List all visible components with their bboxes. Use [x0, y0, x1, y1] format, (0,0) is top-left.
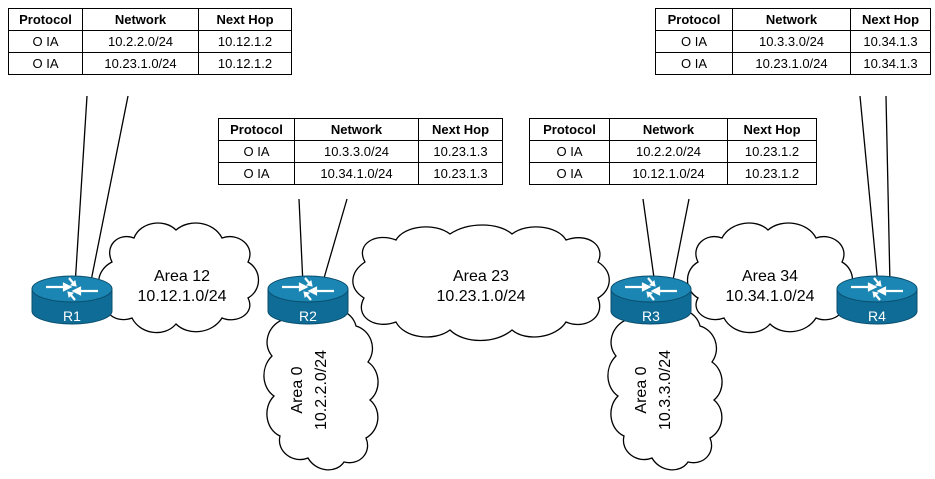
table-row: O IA 10.23.1.0/24 10.34.1.3 [655, 52, 931, 75]
table-row: O IA 10.34.1.0/24 10.23.1.3 [218, 162, 503, 185]
header-next-hop: Next Hop [198, 8, 292, 31]
router-r1-label: R1 [63, 308, 81, 324]
cell-network: 10.3.3.0/24 [732, 30, 851, 53]
cloud-area23 [352, 224, 610, 342]
area23-subnet: 10.23.1.0/24 [437, 288, 526, 305]
cloud-area0-left [263, 308, 379, 471]
cell-network: 10.3.3.0/24 [294, 140, 419, 163]
cell-network: 10.2.2.0/24 [609, 140, 728, 163]
cell-network: 10.2.2.0/24 [82, 30, 199, 53]
table-header-row: Protocol Network Next Hop [8, 8, 292, 31]
router-r2[interactable]: R2 [266, 274, 350, 326]
area0-right-subnet: 10.3.3.0/24 [657, 350, 674, 430]
cell-next-hop: 10.12.1.2 [198, 30, 292, 53]
cell-next-hop: 10.34.1.3 [850, 52, 931, 75]
cell-protocol: O IA [218, 162, 295, 185]
header-protocol: Protocol [8, 8, 83, 31]
header-network: Network [82, 8, 199, 31]
cell-next-hop: 10.34.1.3 [850, 30, 931, 53]
cell-next-hop: 10.23.1.3 [418, 140, 503, 163]
cell-protocol: O IA [218, 140, 295, 163]
area0-left-name: Area 0 [289, 366, 306, 413]
r4-connector-line-1 [859, 95, 879, 286]
table-row: O IA 10.2.2.0/24 10.12.1.2 [8, 30, 292, 53]
cell-protocol: O IA [655, 30, 733, 53]
r2-connector-line-1 [298, 198, 304, 286]
routing-table-r1: Protocol Network Next Hop O IA 10.2.2.0/… [8, 8, 292, 75]
cell-network: 10.23.1.0/24 [82, 52, 199, 75]
area-labels: Area 12 10.12.1.0/24 Area 23 10.23.1.0/2… [138, 268, 815, 430]
connector-lines [74, 95, 891, 287]
area0-left-subnet: 10.2.2.0/24 [313, 350, 330, 430]
header-network: Network [732, 8, 851, 31]
router-r3-label: R3 [642, 308, 660, 324]
table-row: O IA 10.12.1.0/24 10.23.1.2 [529, 162, 817, 185]
table-header-row: Protocol Network Next Hop [655, 8, 931, 31]
header-protocol: Protocol [655, 8, 733, 31]
area-clouds [98, 222, 854, 471]
r1-connector-line-2 [89, 95, 129, 287]
header-protocol: Protocol [218, 118, 295, 141]
table-header-row: Protocol Network Next Hop [218, 118, 503, 141]
table-row: O IA 10.2.2.0/24 10.23.1.2 [529, 140, 817, 163]
area34-subnet: 10.34.1.0/24 [726, 288, 815, 305]
header-network: Network [609, 118, 728, 141]
header-next-hop: Next Hop [418, 118, 503, 141]
r1-connector-line-1 [74, 95, 88, 287]
area12-subnet: 10.12.1.0/24 [138, 288, 227, 305]
r2-connector-line-2 [321, 198, 348, 286]
cell-protocol: O IA [529, 162, 610, 185]
area23-name: Area 23 [453, 268, 509, 285]
table-row: O IA 10.23.1.0/24 10.12.1.2 [8, 52, 292, 75]
router-r2-label: R2 [299, 308, 317, 324]
table-header-row: Protocol Network Next Hop [529, 118, 817, 141]
cell-network: 10.34.1.0/24 [294, 162, 419, 185]
header-network: Network [294, 118, 419, 141]
header-next-hop: Next Hop [850, 8, 931, 31]
cell-next-hop: 10.12.1.2 [198, 52, 292, 75]
cell-network: 10.12.1.0/24 [609, 162, 728, 185]
r4-connector-line-2 [885, 95, 891, 286]
router-r4[interactable]: R4 [835, 274, 919, 326]
table-row: O IA 10.3.3.0/24 10.34.1.3 [655, 30, 931, 53]
cell-next-hop: 10.23.1.2 [727, 140, 817, 163]
router-r4-label: R4 [868, 308, 886, 324]
table-row: O IA 10.3.3.0/24 10.23.1.3 [218, 140, 503, 163]
cell-protocol: O IA [8, 52, 83, 75]
cell-protocol: O IA [8, 30, 83, 53]
cloud-area12 [98, 222, 260, 334]
cloud-area0-right [607, 308, 723, 471]
area0-right-name: Area 0 [633, 366, 650, 413]
area12-name: Area 12 [154, 268, 210, 285]
area34-name: Area 34 [742, 268, 798, 285]
header-protocol: Protocol [529, 118, 610, 141]
routing-table-r2: Protocol Network Next Hop O IA 10.3.3.0/… [218, 118, 503, 185]
cell-next-hop: 10.23.1.3 [418, 162, 503, 185]
router-r3[interactable]: R3 [609, 274, 693, 326]
cell-protocol: O IA [529, 140, 610, 163]
r3-connector-line-1 [642, 198, 656, 286]
cell-next-hop: 10.23.1.2 [727, 162, 817, 185]
r3-connector-line-2 [671, 198, 690, 286]
header-next-hop: Next Hop [727, 118, 817, 141]
routing-table-r3: Protocol Network Next Hop O IA 10.2.2.0/… [529, 118, 817, 185]
routing-table-r4: Protocol Network Next Hop O IA 10.3.3.0/… [655, 8, 931, 75]
cell-network: 10.23.1.0/24 [732, 52, 851, 75]
router-r1[interactable]: R1 [30, 274, 114, 326]
cell-protocol: O IA [655, 52, 733, 75]
